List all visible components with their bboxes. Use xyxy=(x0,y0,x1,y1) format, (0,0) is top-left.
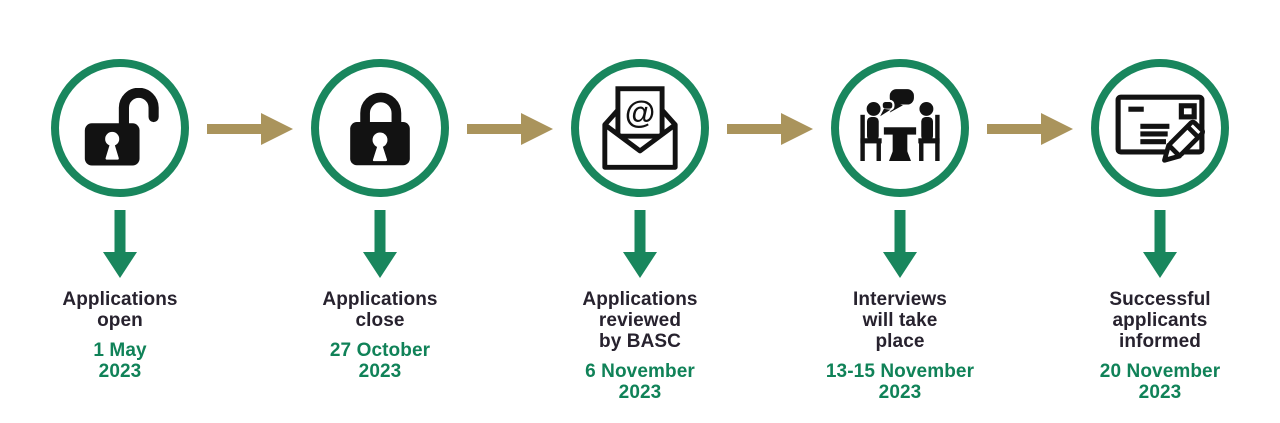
timeline-connector xyxy=(207,111,293,147)
step-date: 27 October 2023 xyxy=(329,340,431,382)
arrow-down-icon xyxy=(883,210,917,278)
arrow-down-icon xyxy=(363,210,397,278)
step-circle xyxy=(51,59,189,197)
timeline-connector xyxy=(727,111,813,147)
timeline-step-applications-open: Applications open 1 May 2023 xyxy=(22,59,218,382)
step-title: Applications close xyxy=(322,289,438,331)
arrow-right-icon xyxy=(467,113,553,145)
arrow-right-icon xyxy=(207,113,293,145)
step-circle xyxy=(1091,59,1229,197)
timeline-step-applications-reviewed: @ Applications reviewed by BASC 6 Novemb… xyxy=(542,59,738,403)
unlock-icon xyxy=(84,88,159,166)
step-circle xyxy=(831,59,969,197)
letter-pencil-icon xyxy=(1115,94,1206,163)
arrow-down-icon xyxy=(103,210,137,278)
arrow-right-icon xyxy=(727,113,813,145)
step-circle xyxy=(311,59,449,197)
step-date: 20 November 2023 xyxy=(1099,361,1221,403)
lock-icon xyxy=(350,92,410,166)
at-symbol-glyph: @ xyxy=(625,95,655,130)
timeline-step-applicants-informed: Successful applicants informed 20 Novemb… xyxy=(1062,59,1258,403)
step-date: 13-15 November 2023 xyxy=(825,361,975,403)
step-title: Applications open xyxy=(62,289,178,331)
timeline-step-interviews: Interviews will take place 13-15 Novembe… xyxy=(802,59,998,403)
step-title: Applications reviewed by BASC xyxy=(582,289,698,352)
step-circle: @ xyxy=(571,59,709,197)
timeline-connector xyxy=(987,111,1073,147)
arrow-down-icon xyxy=(623,210,657,278)
arrow-down-icon xyxy=(1143,210,1177,278)
interview-icon xyxy=(860,89,940,161)
step-title: Successful applicants informed xyxy=(1109,289,1211,352)
application-timeline: Applications open 1 May 2023 Application… xyxy=(22,59,1258,403)
timeline-step-applications-close: Applications close 27 October 2023 xyxy=(282,59,478,382)
arrow-right-icon xyxy=(987,113,1073,145)
email-at-icon: @ xyxy=(602,86,678,170)
step-date: 1 May 2023 xyxy=(93,340,147,382)
step-date: 6 November 2023 xyxy=(585,361,695,403)
timeline-connector xyxy=(467,111,553,147)
step-title: Interviews will take place xyxy=(853,289,947,352)
